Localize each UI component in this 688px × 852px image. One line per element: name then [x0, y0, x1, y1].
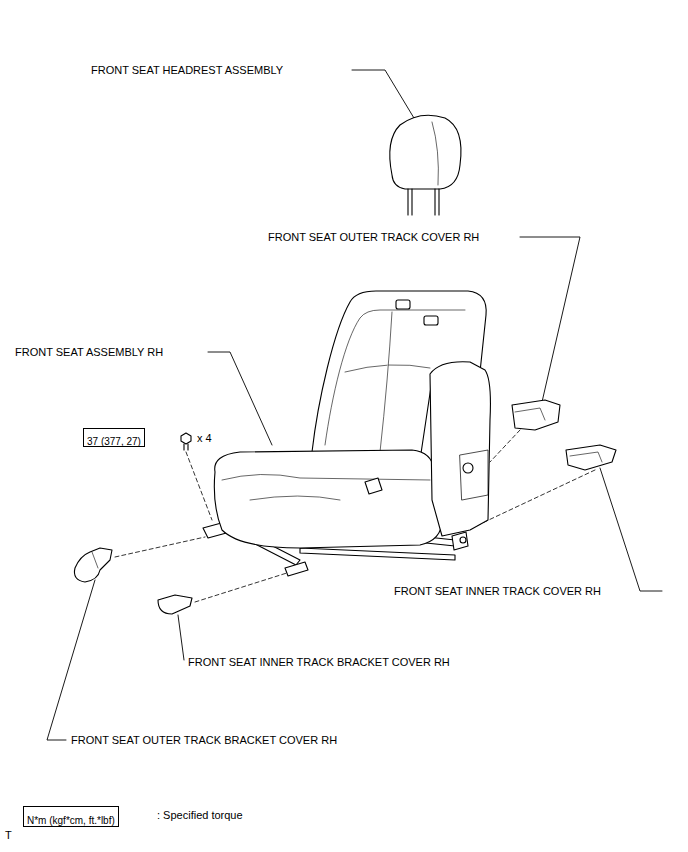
part-label: FRONT SEAT OUTER TRACK COVER RH: [267, 230, 480, 244]
torque-value: N*m (kgf*cm, ft.*lbf): [27, 814, 115, 827]
part-label: FRONT SEAT INNER TRACK BRACKET COVER RH: [187, 655, 451, 669]
bolt: [181, 433, 191, 450]
part-label: FRONT SEAT INNER TRACK COVER RH: [393, 584, 602, 598]
track-covers: [74, 400, 616, 614]
torque-box: 37 (377, 27): [83, 428, 145, 447]
part-label: : Specified torque: [156, 808, 244, 822]
part-label: x 4: [196, 431, 213, 445]
assembly-lines: [115, 430, 595, 602]
leader-lines: [47, 70, 662, 740]
part-label: FRONT SEAT OUTER TRACK BRACKET COVER RH: [70, 733, 338, 747]
torque-box: N*m (kgf*cm, ft.*lbf): [23, 806, 119, 827]
part-label: T: [4, 828, 13, 842]
seat-side-panel: [430, 362, 490, 543]
headrest: [390, 115, 461, 215]
torque-value: 37 (377, 27): [87, 435, 141, 448]
part-label: FRONT SEAT HEADREST ASSEMBLY: [90, 63, 284, 77]
part-label: FRONT SEAT ASSEMBLY RH: [14, 345, 164, 359]
seat-cushion: [214, 450, 442, 548]
